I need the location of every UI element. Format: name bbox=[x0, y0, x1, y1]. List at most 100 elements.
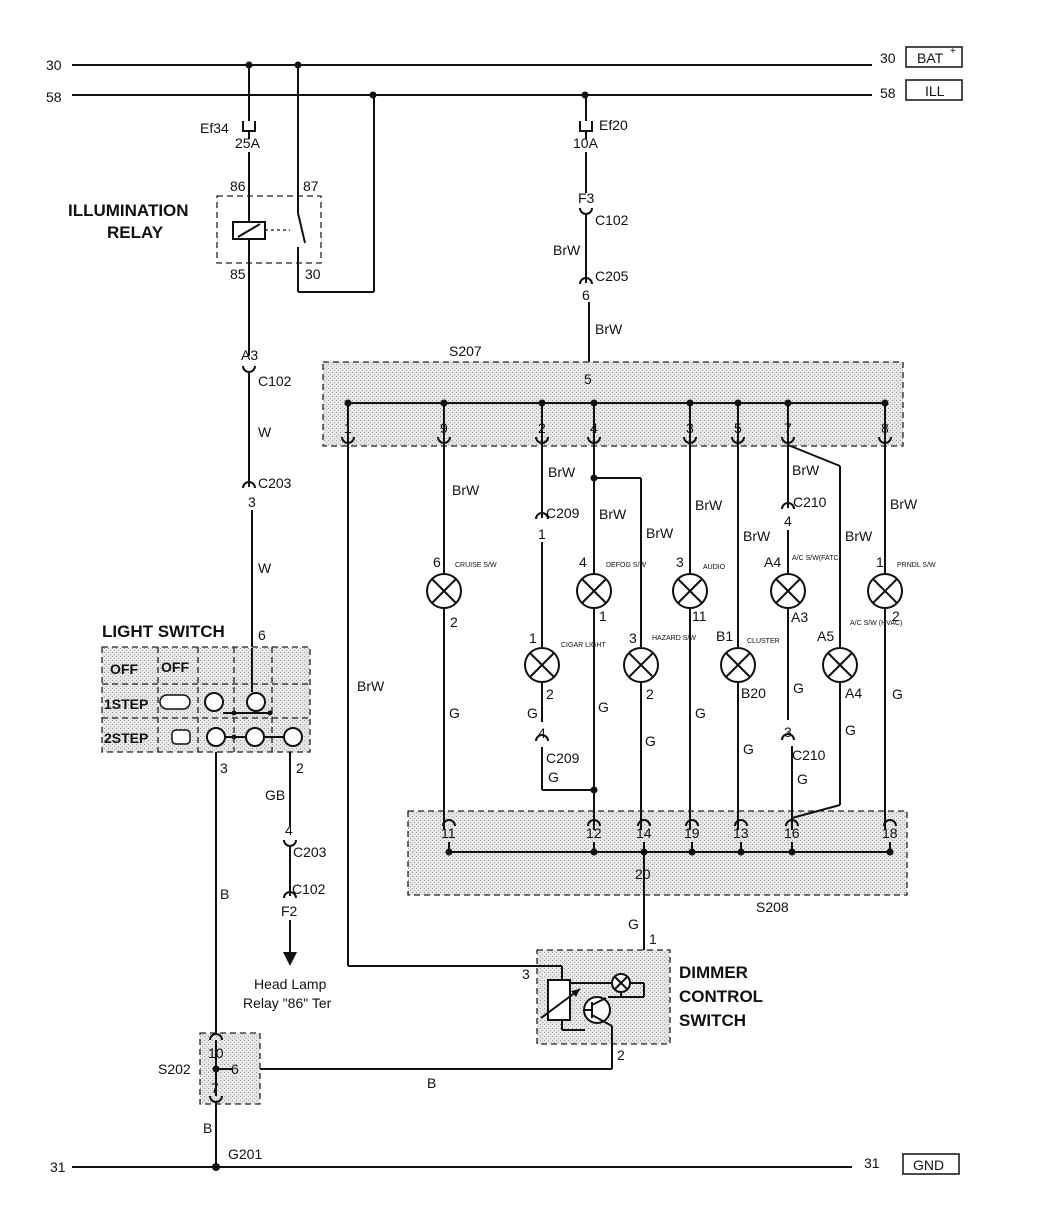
cluster-wire-out: G bbox=[743, 741, 754, 757]
achvac-pin-out: A4 bbox=[845, 685, 862, 701]
acfatc-wire-bottom: G bbox=[797, 771, 808, 787]
acfatc-wire-in: BrW bbox=[792, 462, 820, 478]
headlamp-wire-gb: GB bbox=[265, 787, 285, 803]
fuse-ef34-icon bbox=[242, 121, 256, 139]
acfatc-pin-out: A3 bbox=[791, 609, 808, 625]
cigar-label: CIGAR LIGHT bbox=[561, 642, 606, 649]
light-switch-pin-3: 3 bbox=[220, 760, 228, 776]
dimmer-lamp-icon bbox=[570, 973, 645, 998]
relay-c203: C203 bbox=[258, 475, 292, 491]
headlamp-label-line1: Head Lamp bbox=[254, 976, 327, 992]
dimmer-title-line2: CONTROL bbox=[679, 987, 763, 1006]
achvac-pin-in: A5 bbox=[817, 628, 834, 644]
cluster-pin-out: B20 bbox=[741, 685, 766, 701]
cluster-wire-in: BrW bbox=[743, 528, 771, 544]
cluster-pin-in: B1 bbox=[716, 628, 733, 644]
light-switch-row-off: OFF bbox=[110, 661, 138, 677]
relay-pin-30: 30 bbox=[305, 266, 321, 282]
light-switch-row-1step: 1STEP bbox=[104, 696, 148, 712]
s202-wire-b-bottom: B bbox=[203, 1120, 212, 1136]
relay-c203-pin: 3 bbox=[248, 494, 256, 510]
ac-hvac-lamp-icon bbox=[822, 647, 858, 683]
bat-rail-left-label: 30 bbox=[46, 57, 62, 73]
dimmer-brw-wire: BrW bbox=[357, 678, 385, 694]
audio-lamp-icon bbox=[672, 573, 708, 609]
prndl-pin-out: 2 bbox=[892, 608, 900, 624]
relay-wire-w2: W bbox=[258, 560, 272, 576]
s208-name: S208 bbox=[756, 899, 789, 915]
dimmer-title-line1: DIMMER bbox=[679, 963, 748, 982]
svg-text:+: + bbox=[950, 46, 956, 57]
s202-wire-b-top: B bbox=[220, 886, 229, 902]
ground-junction-icon bbox=[212, 1163, 220, 1171]
relay-coil-icon bbox=[232, 221, 266, 240]
dimmer-pin-3: 3 bbox=[522, 966, 530, 982]
s207-top-pin: 5 bbox=[584, 371, 592, 387]
s208-pin-connector-icon bbox=[685, 819, 699, 827]
light-switch-title: LIGHT SWITCH bbox=[102, 622, 225, 641]
acfatc-c210-bot-pin: 3 bbox=[784, 724, 792, 740]
prndl-label: PRNDL S/W bbox=[897, 562, 936, 569]
s208-pin-label: 16 bbox=[784, 825, 800, 841]
relay-c102: C102 bbox=[258, 373, 292, 389]
feed-c205-pin: 6 bbox=[582, 287, 590, 303]
cluster-label: CLUSTER bbox=[747, 638, 780, 645]
s208-junction-dot bbox=[788, 848, 796, 856]
s202-splice: B S202 10 6 7 B G201 bbox=[158, 752, 262, 1171]
relay-pin-86: 86 bbox=[230, 178, 246, 194]
light-switch: LIGHT SWITCH 6 OFF 1STEP 2STEP OFF bbox=[101, 622, 311, 776]
gnd-rail-left-label: 31 bbox=[50, 1159, 66, 1175]
defog-pin-out: 1 bbox=[599, 608, 607, 624]
achvac-label: A/C S/W (HVAC) bbox=[850, 620, 902, 627]
relay-wire-w1: W bbox=[258, 424, 272, 440]
achvac-wire-in: BrW bbox=[845, 528, 873, 544]
achvac-wire-out: G bbox=[845, 722, 856, 738]
hazard-wire-in: BrW bbox=[646, 525, 674, 541]
cruise-wire-out: G bbox=[449, 705, 460, 721]
defog-wire-in: BrW bbox=[599, 506, 627, 522]
relay-pin-87: 87 bbox=[303, 178, 319, 194]
cluster-lamp-icon bbox=[720, 647, 756, 683]
light-switch-pin-6: 6 bbox=[258, 627, 266, 643]
hazard-lamp-icon bbox=[623, 647, 659, 683]
prndl-lamp-icon bbox=[867, 573, 903, 609]
s208-junction-dot bbox=[737, 848, 745, 856]
fuse-ef20-icon bbox=[579, 121, 593, 139]
acfatc-wire-out: G bbox=[793, 680, 804, 696]
fuse-ef34-rating: 25A bbox=[235, 135, 261, 151]
gnd-rail: 31 31 GND bbox=[50, 1153, 960, 1175]
s208-junction-dot bbox=[445, 848, 453, 856]
dimmer-pin-2: 2 bbox=[617, 1047, 625, 1063]
prndl-pin-in: 1 bbox=[876, 554, 884, 570]
cigar-wire-bottom: G bbox=[548, 769, 559, 785]
feed-wire1: BrW bbox=[553, 242, 581, 258]
illumination-relay: Ef34 25A 86 87 85 30 ILLUMINATION RELAY … bbox=[68, 61, 377, 648]
relay-conn-a3: A3 bbox=[241, 347, 258, 363]
s202-pin-7: 7 bbox=[211, 1080, 219, 1096]
cruise-pin-in: 6 bbox=[433, 554, 441, 570]
ill-tag: ILL bbox=[925, 83, 945, 99]
hazard-pin-out: 2 bbox=[646, 686, 654, 702]
acfatc-c210-top-pin: 4 bbox=[784, 513, 792, 529]
audio-pin-out: 11 bbox=[692, 608, 707, 624]
bat-rail-right-label: 30 bbox=[880, 50, 896, 66]
ac-fatc-lamp-icon bbox=[770, 573, 806, 609]
gnd-rail-right-label: 31 bbox=[864, 1155, 880, 1171]
s208-pin-label: 13 bbox=[733, 825, 749, 841]
s208-junction-dot bbox=[886, 848, 894, 856]
light-switch-row-2step: 2STEP bbox=[104, 730, 148, 746]
defog-label: DEFOG S/W bbox=[606, 562, 646, 569]
arrow-down-icon bbox=[283, 952, 297, 966]
s208-pin-connector-icon bbox=[734, 819, 748, 827]
relay-title-line1: ILLUMINATION bbox=[68, 201, 189, 220]
acfatc-label: A/C S/W(FATC) bbox=[792, 555, 841, 562]
relay-pin-85: 85 bbox=[230, 266, 246, 282]
ground-g201: G201 bbox=[228, 1146, 262, 1162]
feed-f3: F3 bbox=[578, 190, 595, 206]
headlamp-c102: C102 bbox=[292, 881, 326, 897]
acfatc-c210-top: C210 bbox=[793, 494, 827, 510]
cigar-lamp-icon bbox=[524, 647, 560, 683]
s202-wire-b-h: B bbox=[427, 1075, 436, 1091]
lamp-branches: BrW 6 2 G CRUISE S/W BrW C209 1 1 CIGAR … bbox=[347, 413, 936, 966]
